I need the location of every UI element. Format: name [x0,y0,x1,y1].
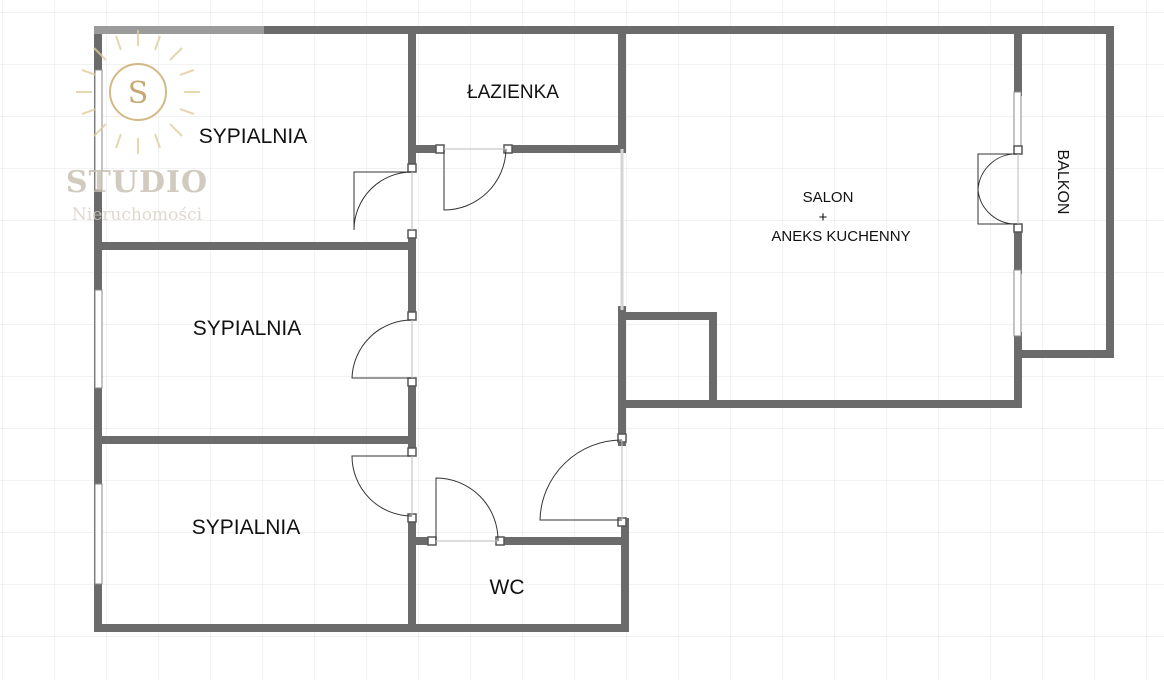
door-wc [435,477,499,542]
door-entrance [539,439,623,521]
door-balcony [977,153,1019,225]
wall-cupboard [618,312,717,404]
studio-logo: S STUDIO Nieruchomości [66,30,208,225]
room-labels: SYPIALNIA SYPIALNIA SYPIALNIA ŁAZIENKA S… [192,82,1071,599]
room-label-bedroom-3: SYPIALNIA [192,516,301,539]
wall-highlight [94,26,264,34]
room-label-bedroom-2: SYPIALNIA [193,317,302,340]
room-label-balcony: BALKON [1054,150,1071,215]
door-bedroom-3 [351,455,413,517]
room-label-bedroom-1: SYPIALNIA [199,125,308,148]
room-label-salon: SALON [803,189,854,206]
window-balcony-top [1013,91,1022,151]
sun-logo-icon [76,30,200,154]
room-label-bathroom: ŁAZIENKA [467,82,559,103]
window-bedroom-1 [94,69,103,191]
window-balcony-bottom [1013,269,1022,337]
window-bedroom-2 [94,289,103,389]
logo-letter: S [128,76,149,111]
windows [94,69,1022,585]
doors [351,148,1019,542]
logo-tagline: Nieruchomości [72,205,203,225]
room-label-kitchen: ANEKS KUCHENNY [771,228,910,245]
door-bathroom [443,148,507,211]
window-bedroom-3 [94,483,103,585]
room-label-salon-plus: + [819,209,828,226]
door-bedroom-1 [353,171,413,231]
door-bedroom-2 [351,319,413,379]
room-label-wc: WC [490,576,525,599]
logo-name: STUDIO [66,165,208,200]
